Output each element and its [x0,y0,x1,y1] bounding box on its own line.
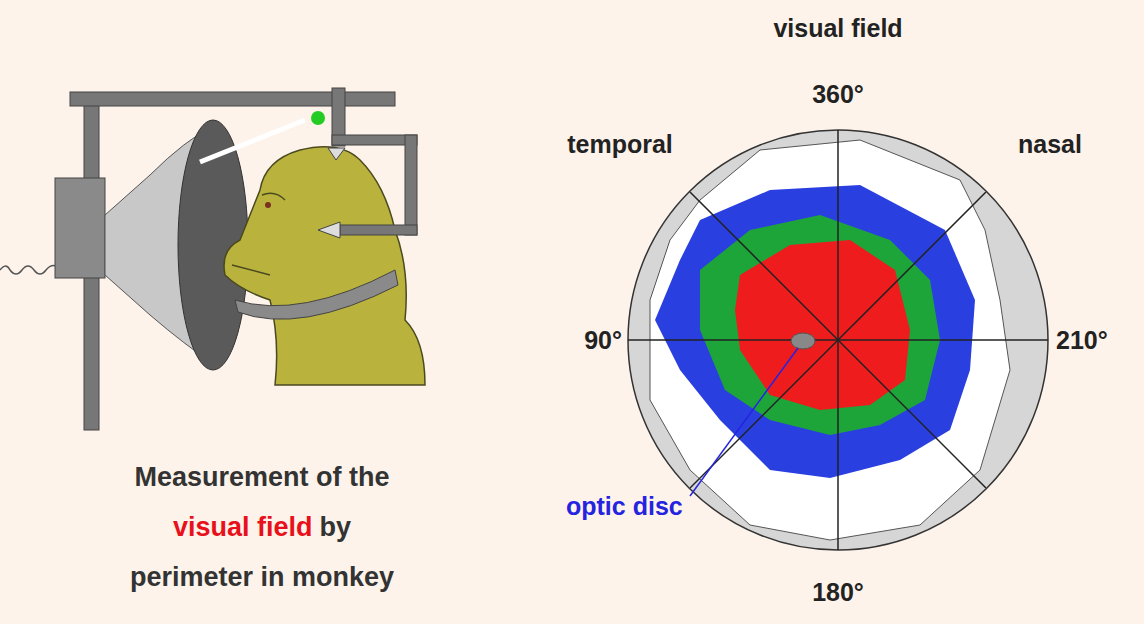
axis-label: 180° [812,578,864,607]
field-blue [655,185,975,478]
side-label: nasal [1018,130,1082,159]
collar [235,270,398,319]
head-holder [405,135,417,235]
mouth [232,265,270,275]
stand-bar [70,92,395,106]
caption-line: Measurement of the [134,462,389,493]
head-pin [328,148,345,160]
axis-label: 210° [1056,326,1108,355]
side-label: temporal [567,130,673,159]
axis-label: 360° [812,80,864,109]
optic-disc [791,333,815,349]
lamp-box [55,178,105,278]
caption-row: visual fieldby [173,512,351,543]
leader-line [690,348,798,496]
cable [0,266,56,275]
callout-label: optic disc [566,492,683,521]
head-holder [332,135,417,145]
fixation-light [311,111,325,125]
field-green [700,215,940,435]
axes [628,130,1048,550]
head-holder [340,225,417,235]
brow [262,193,285,200]
chart-ring [628,130,1048,550]
chart-title: visual field [773,14,902,43]
fixation-beam [200,120,305,162]
eye [265,202,271,208]
caption-line: by [320,512,352,543]
monkey [224,147,425,385]
caption-highlight: visual field [173,512,313,543]
axis-label: 90° [584,326,622,355]
caption-line: perimeter in monkey [130,562,394,593]
ear-bar [318,222,340,238]
